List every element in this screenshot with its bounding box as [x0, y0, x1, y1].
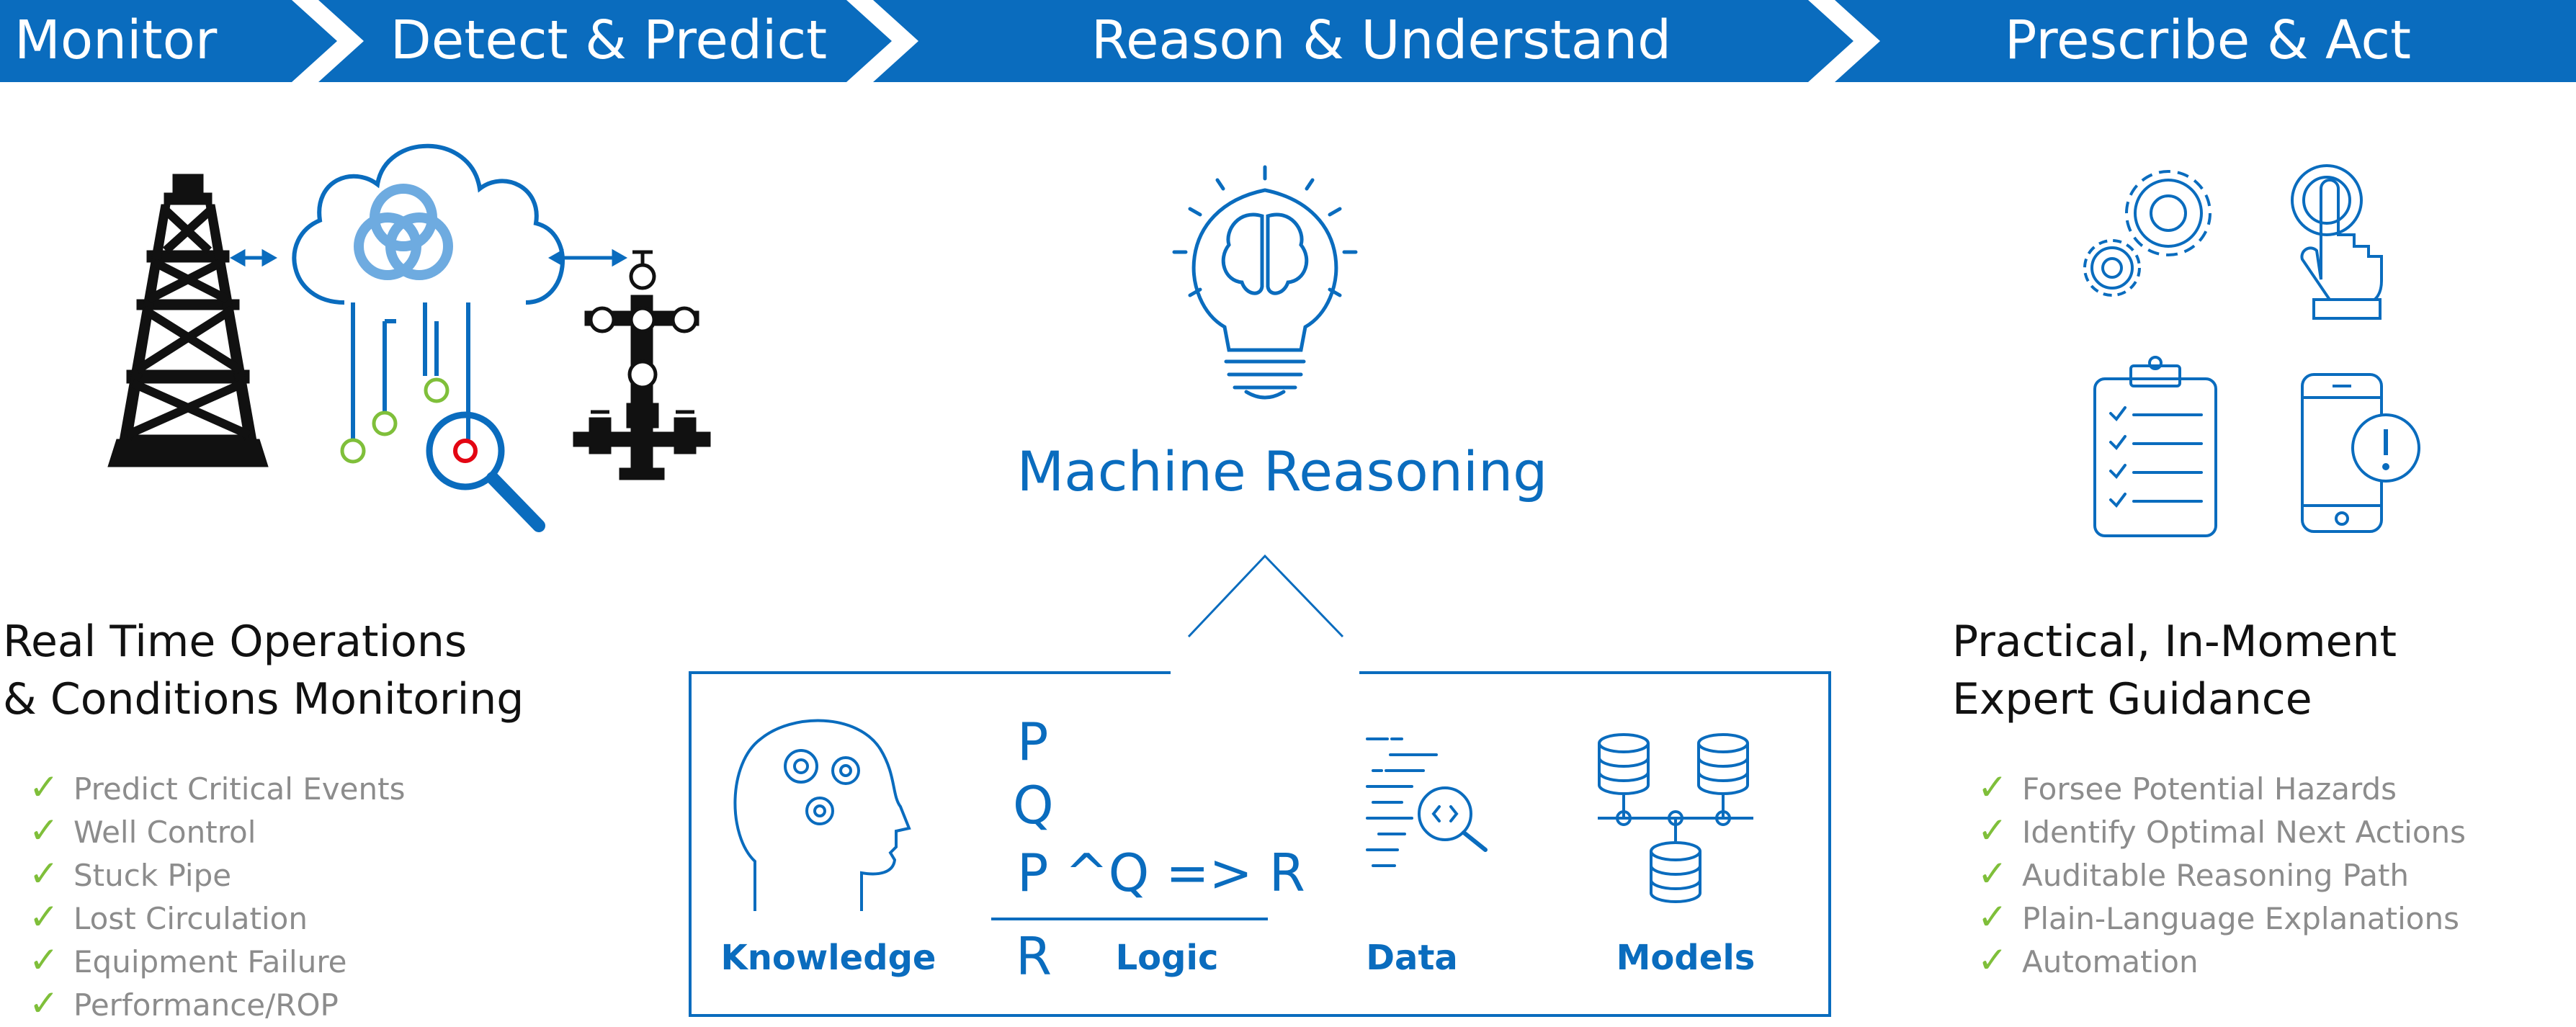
checkmark-icon: ✓ — [29, 766, 59, 808]
touch-hand-icon — [2291, 164, 2383, 320]
data-search-icon — [1366, 737, 1488, 867]
right-heading-line2: Expert Guidance — [1952, 674, 2312, 725]
mobile-alert-icon — [2301, 373, 2420, 533]
logic-q: Q — [1013, 775, 1054, 835]
list-item: ✓Forsee Potential Hazards — [1977, 766, 2397, 808]
stage-monitor: Monitor — [14, 9, 218, 71]
list-item: ✓Predict Critical Events — [29, 766, 406, 808]
pillar-knowledge: Knowledge — [720, 938, 936, 978]
checkmark-icon: ✓ — [29, 939, 59, 981]
left-heading-line1: Real Time Operations — [3, 616, 468, 667]
list-item: ✓Equipment Failure — [29, 939, 347, 981]
stage-reason-understand: Reason & Understand — [1091, 9, 1672, 71]
pillar-models: Models — [1616, 938, 1756, 978]
checkmark-icon: ✓ — [1977, 766, 2008, 808]
stage-banner — [0, 0, 2576, 82]
stage-detect-predict: Detect & Predict — [390, 9, 828, 71]
machine-reasoning-title: Machine Reasoning — [1016, 439, 1548, 503]
checkmark-icon: ✓ — [29, 982, 59, 1024]
list-item: ✓Performance/ROP — [29, 982, 339, 1024]
logic-premise: P ^Q => R — [1017, 843, 1305, 903]
pillar-data: Data — [1366, 938, 1458, 978]
logic-conclusion: R — [1016, 926, 1052, 987]
left-checklist: ✓Predict Critical Events ✓Well Control ✓… — [29, 766, 405, 1025]
head-gears-icon — [733, 719, 911, 911]
checkmark-icon: ✓ — [1977, 939, 2008, 981]
wellhead-valve-icon — [573, 250, 711, 480]
checkmark-icon: ✓ — [1977, 810, 2008, 851]
list-item: ✓Identify Optimal Next Actions — [1977, 810, 2467, 851]
checkmark-icon: ✓ — [29, 810, 59, 851]
list-item: ✓Lost Circulation — [29, 896, 308, 938]
checkmark-icon: ✓ — [29, 896, 59, 938]
cloud-network-icon — [292, 143, 565, 464]
pillar-logic: Logic — [1115, 938, 1219, 978]
list-item: ✓Stuck Pipe — [29, 853, 232, 894]
list-item: ✓Auditable Reasoning Path — [1977, 853, 2410, 894]
checkmark-icon: ✓ — [1977, 896, 2008, 938]
magnifier-icon — [426, 411, 545, 532]
checkmark-icon: ✓ — [29, 853, 59, 894]
logic-p: P — [1017, 712, 1049, 772]
gears-icon — [2083, 170, 2211, 297]
database-network-icon — [1598, 733, 1753, 903]
left-heading-line2: & Conditions Monitoring — [3, 674, 524, 725]
stage-prescribe-act: Prescribe & Act — [2004, 9, 2412, 71]
list-item: ✓Automation — [1977, 939, 2199, 981]
checkmark-icon: ✓ — [1977, 853, 2008, 894]
checklist-clipboard-icon — [2093, 356, 2217, 537]
right-heading-line1: Practical, In-Moment — [1952, 616, 2397, 667]
right-checklist: ✓Forsee Potential Hazards ✓Identify Opti… — [1977, 766, 2466, 982]
monitoring-illustration — [107, 143, 711, 532]
list-item: ✓Plain-Language Explanations — [1977, 896, 2459, 938]
oil-derrick-icon — [107, 174, 269, 467]
list-item: ✓Well Control — [29, 810, 256, 851]
